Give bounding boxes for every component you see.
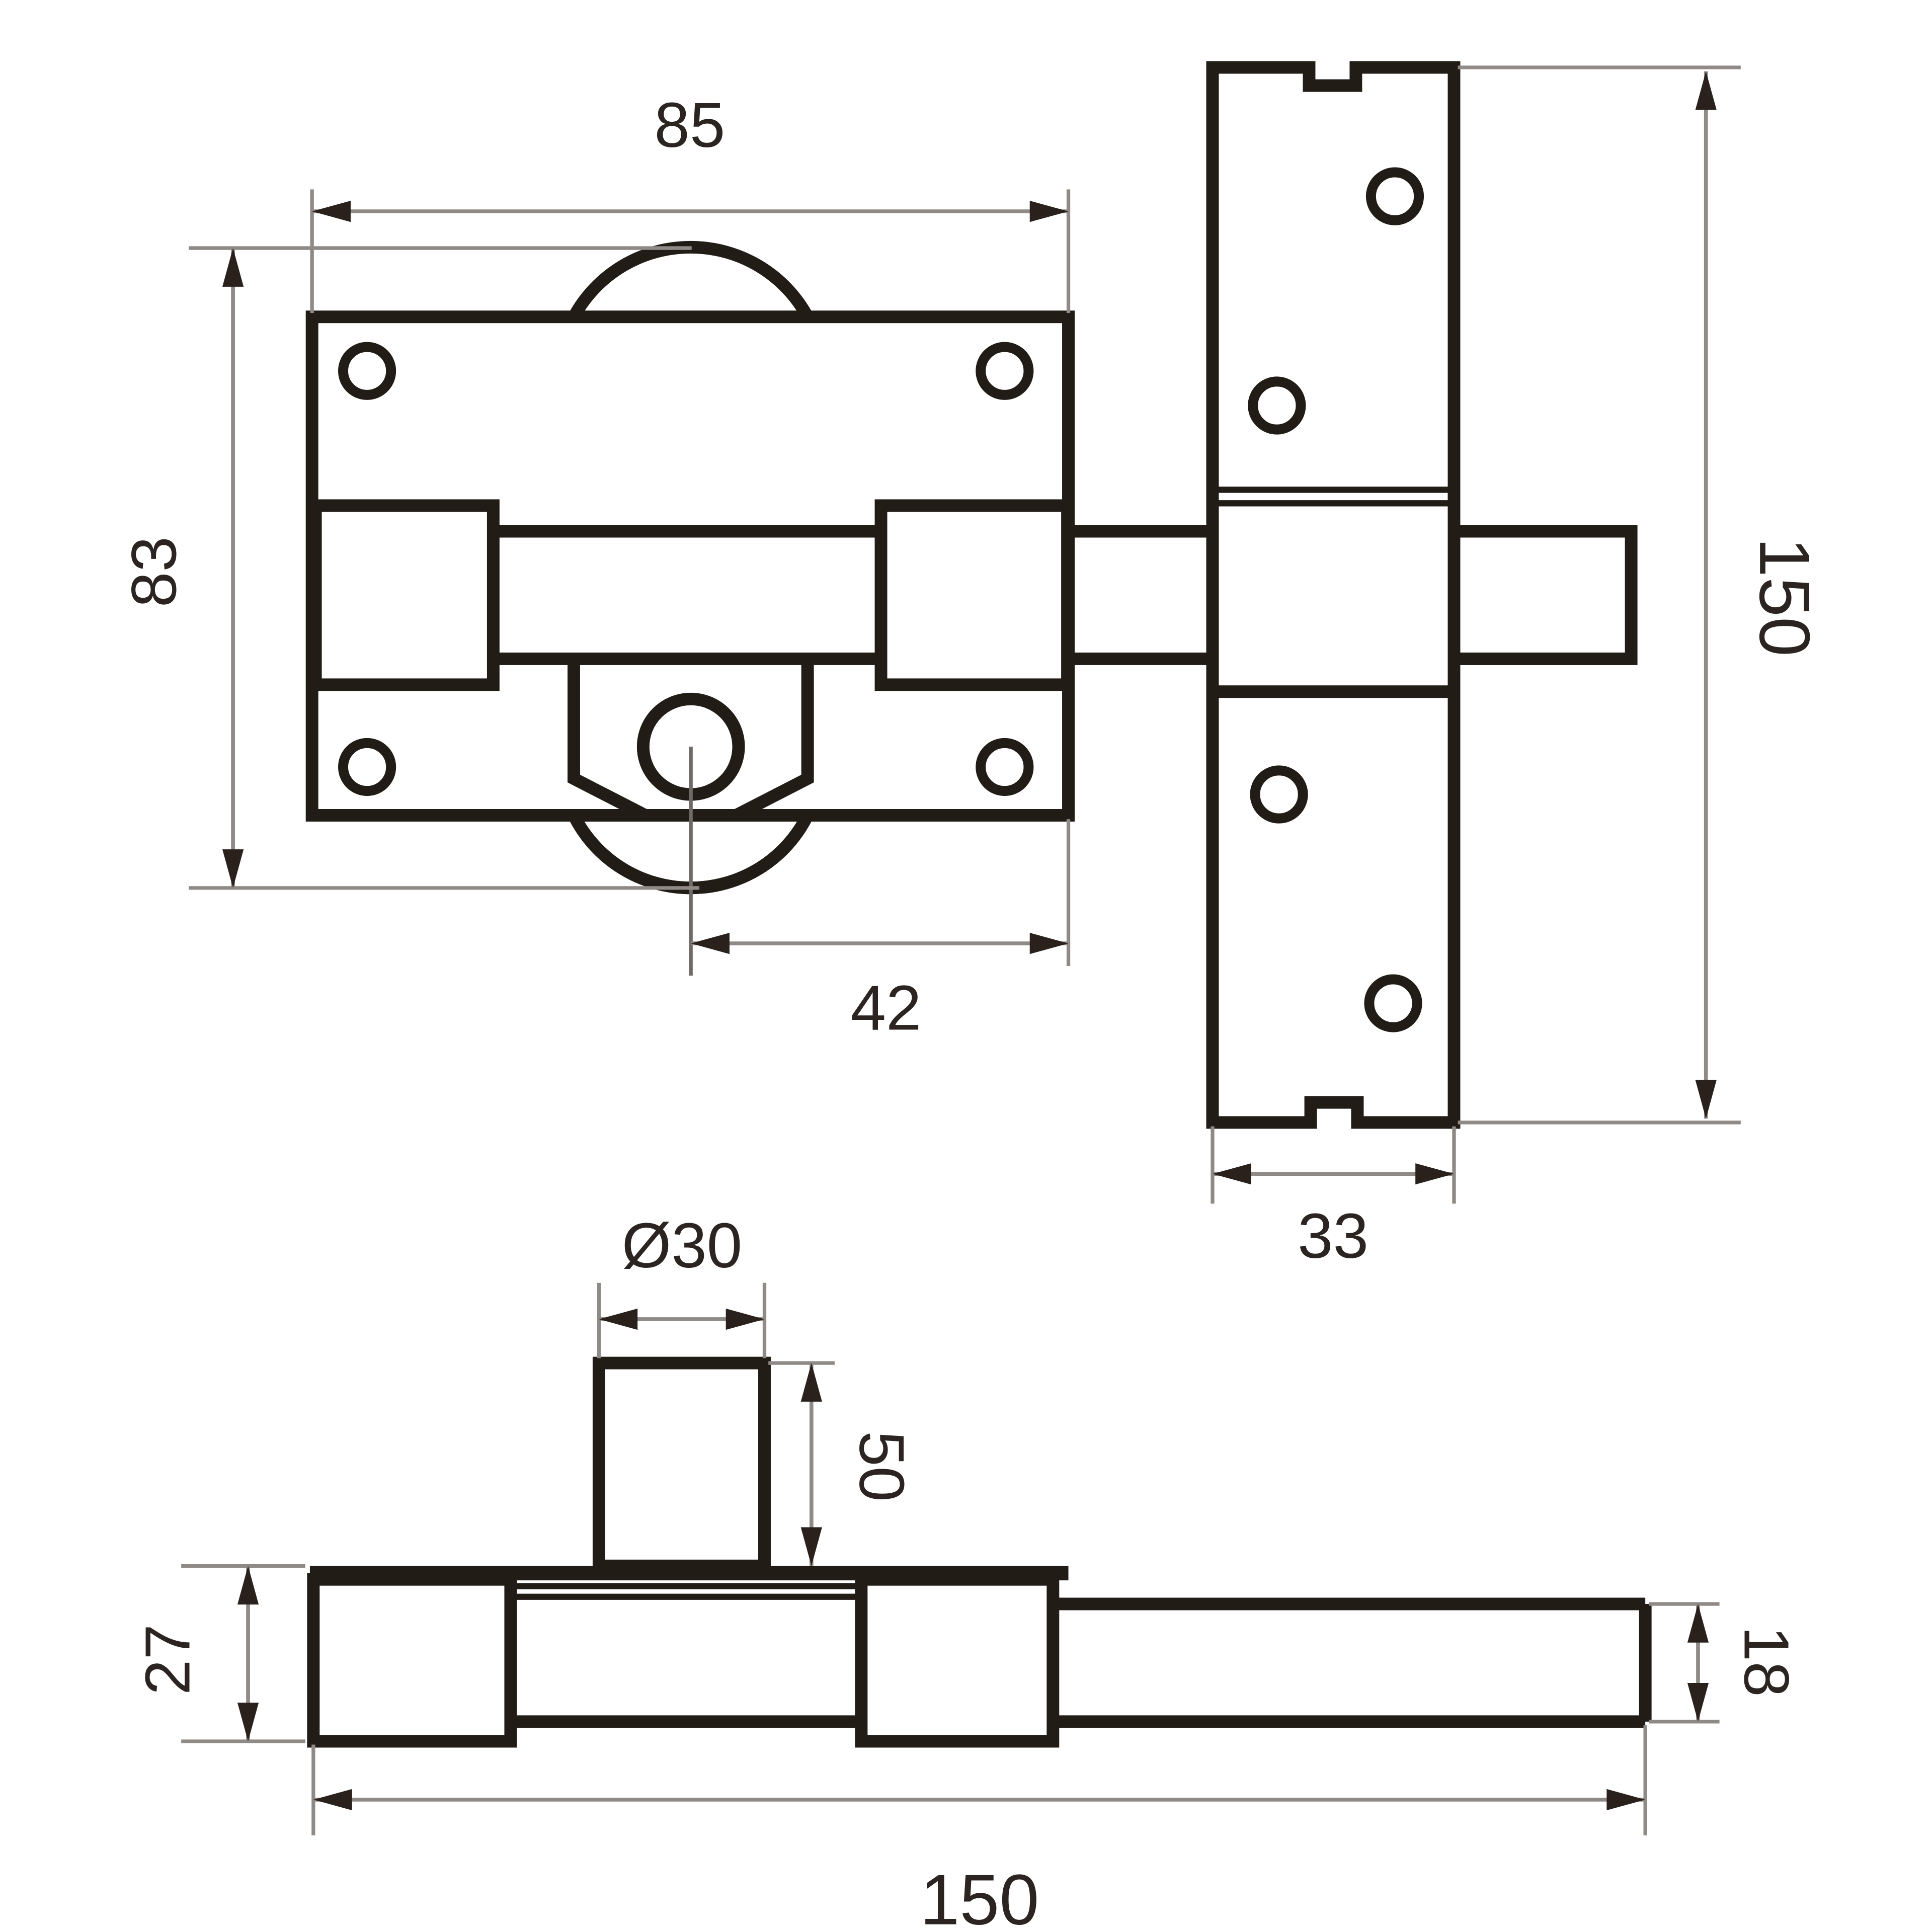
dim-base-thickness-label: 27 (131, 1624, 203, 1695)
side-left-block (307, 1573, 517, 1748)
dim-knob-height-label: 50 (846, 1431, 918, 1502)
screw-hole (338, 342, 396, 400)
arrow-left (1212, 1163, 1251, 1185)
front-view (305, 240, 1213, 976)
bolt-end-cap (1447, 525, 1638, 665)
front-top-arch (568, 240, 814, 320)
dim-front-width-label: 85 (654, 89, 725, 160)
arrow-up (800, 1363, 822, 1402)
arrow-right (726, 1308, 765, 1330)
keeper-view (1206, 61, 1638, 1129)
arrow-left (313, 1789, 352, 1811)
dimensions: 85 83 42 150 (118, 65, 1824, 1932)
dim-knob-diameter: Ø30 (597, 1210, 767, 1358)
dim-cylinder-offset-label: 42 (851, 972, 922, 1043)
arrow-right (1606, 1789, 1646, 1811)
dim-keeper-height: 150 (1458, 65, 1824, 1124)
left-guide-block (309, 499, 500, 691)
arrow-down (800, 1527, 822, 1566)
dim-keeper-width-label: 33 (1298, 1200, 1369, 1271)
arrow-left (312, 200, 351, 222)
arrow-down (1695, 1080, 1717, 1119)
arrow-down (1687, 1683, 1709, 1722)
knob (592, 1356, 771, 1572)
screw-hole (976, 342, 1034, 400)
arrow-right (1029, 932, 1069, 954)
dim-rod-thickness: 18 (1649, 1602, 1803, 1724)
screw-hole (976, 738, 1034, 796)
right-guide-block (874, 499, 1074, 691)
screw-hole (338, 738, 396, 796)
dim-overall-length: 150 (311, 1725, 1647, 1932)
arrow-up (222, 248, 244, 287)
screw-hole (1364, 974, 1422, 1032)
arrow-left (691, 932, 730, 954)
arrow-down (222, 849, 244, 888)
side-view (307, 1356, 1652, 1748)
dim-front-height-label: 83 (118, 536, 189, 607)
dim-cylinder-offset: 42 (691, 819, 1071, 1043)
dim-front-height: 83 (118, 246, 700, 890)
arrow-right (1029, 200, 1069, 222)
dim-knob-diameter-label: Ø30 (622, 1210, 743, 1281)
screw-hole (1250, 765, 1308, 824)
keeper-plate (1206, 61, 1461, 1129)
dim-overall-length-label: 150 (920, 1860, 1039, 1932)
dim-knob-height: 50 (768, 1361, 918, 1566)
arrow-up (237, 1566, 259, 1605)
arrow-left (599, 1308, 638, 1330)
dim-keeper-height-label: 150 (1744, 537, 1824, 657)
dim-front-width: 85 (310, 89, 1071, 313)
screw-hole (1248, 376, 1306, 435)
dim-base-thickness: 27 (131, 1564, 305, 1743)
dim-rod-thickness-label: 18 (1731, 1626, 1803, 1697)
arrow-down (237, 1703, 259, 1741)
arrow-right (1415, 1163, 1454, 1185)
screw-hole (1365, 167, 1424, 225)
side-right-block (855, 1573, 1060, 1748)
arrow-up (1695, 71, 1717, 110)
arrow-up (1687, 1603, 1709, 1643)
dim-keeper-width: 33 (1211, 1126, 1456, 1271)
